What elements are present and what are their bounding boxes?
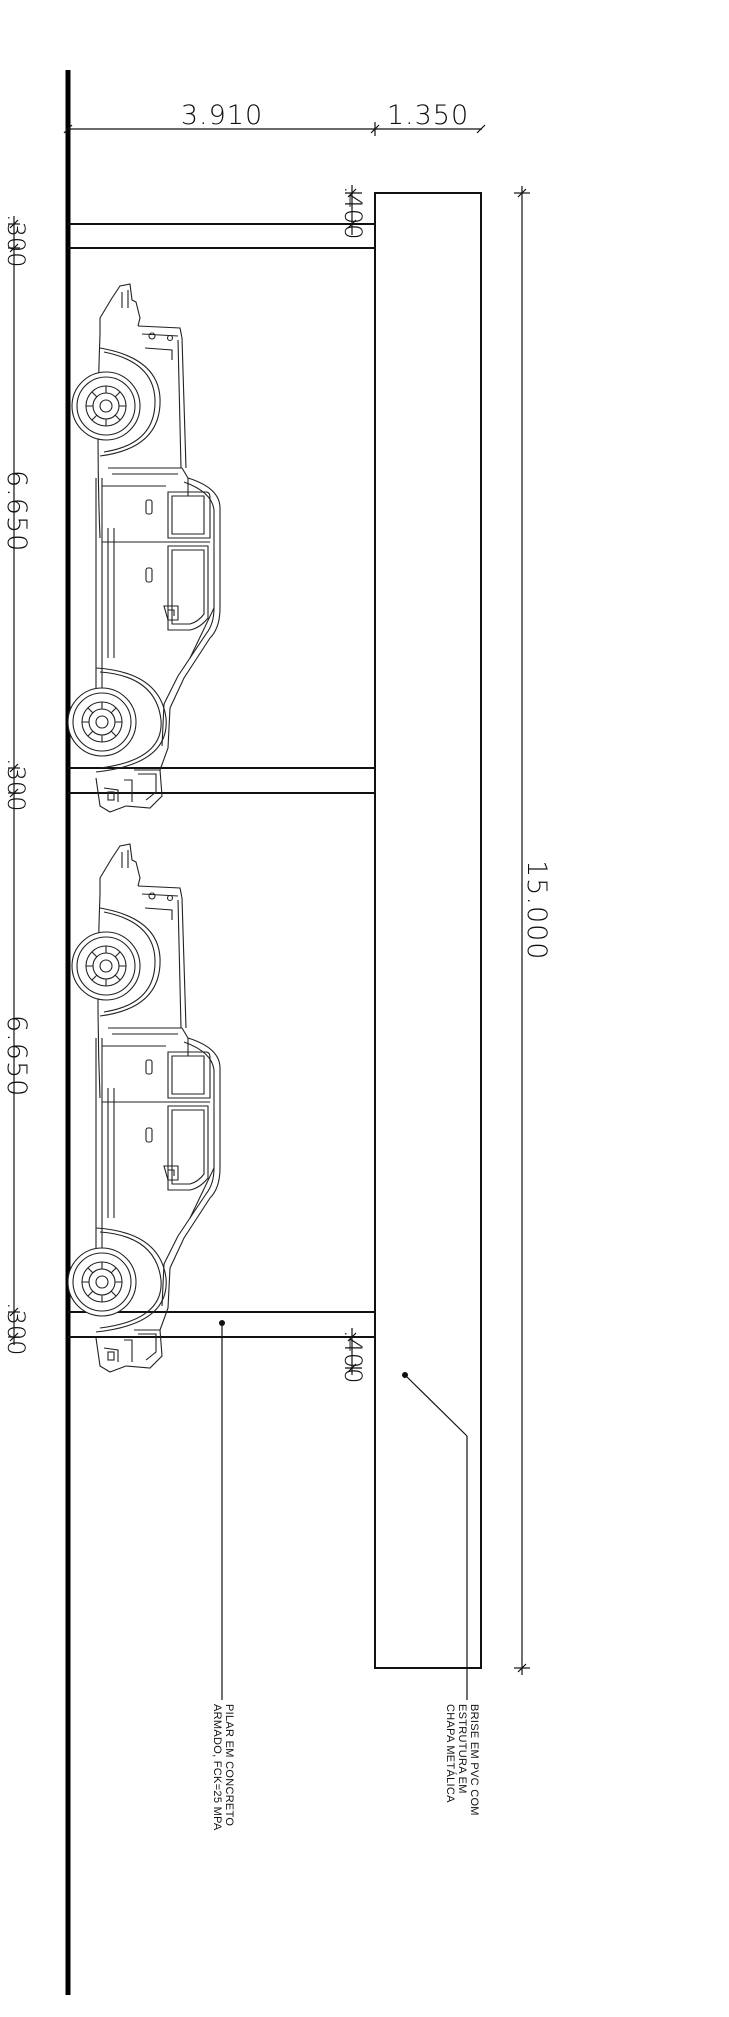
top-beam (68, 223, 375, 249)
brise-panel (374, 192, 482, 1669)
dim-beam-bottom: .400 (339, 1330, 367, 1383)
beam-depth-dimension-bottom: .400 (339, 1328, 367, 1383)
pillar-note-line2: ARMADO, FCK=25 MPA (211, 1704, 223, 1831)
dim-pillar-bottom: .300 (2, 1302, 30, 1355)
total-length-dimension: 15.000 (514, 186, 552, 1675)
dim-total-length: 15.000 (521, 860, 552, 960)
dim-beam-top: .400 (339, 186, 367, 239)
brise-note-line2: ESTRUTURA EM (456, 1704, 468, 1794)
pickup-truck-1 (67, 283, 221, 813)
dim-bay-1: 6.650 (1, 470, 32, 552)
left-dimension-chain: .300 6.650 .300 6.650 .300 (1, 214, 32, 1355)
dim-pillar-top: .300 (2, 214, 30, 267)
brise-note-line3: CHAPA METÁLICA (444, 1704, 457, 1803)
brise-note-line1: BRISE EM PVC COM (468, 1704, 480, 1816)
beam-depth-dimension-top: .400 (339, 185, 367, 239)
top-dimension: 3.910 1.350 (63, 100, 486, 136)
pillar-annotation: PILAR EM CONCRETO ARMADO, FCK=25 MPA (211, 1320, 235, 1831)
dim-pillar-mid: .300 (2, 758, 30, 811)
pickup-truck-2 (67, 843, 221, 1373)
brise-annotation: BRISE EM PVC COM ESTRUTURA EM CHAPA METÁ… (402, 1372, 480, 1816)
dim-top-overhang: 1.350 (387, 100, 469, 131)
pillar-note-line1: PILAR EM CONCRETO (223, 1704, 235, 1826)
dim-bay-2: 6.650 (1, 1015, 32, 1097)
dim-top-width: 3.910 (181, 100, 263, 131)
